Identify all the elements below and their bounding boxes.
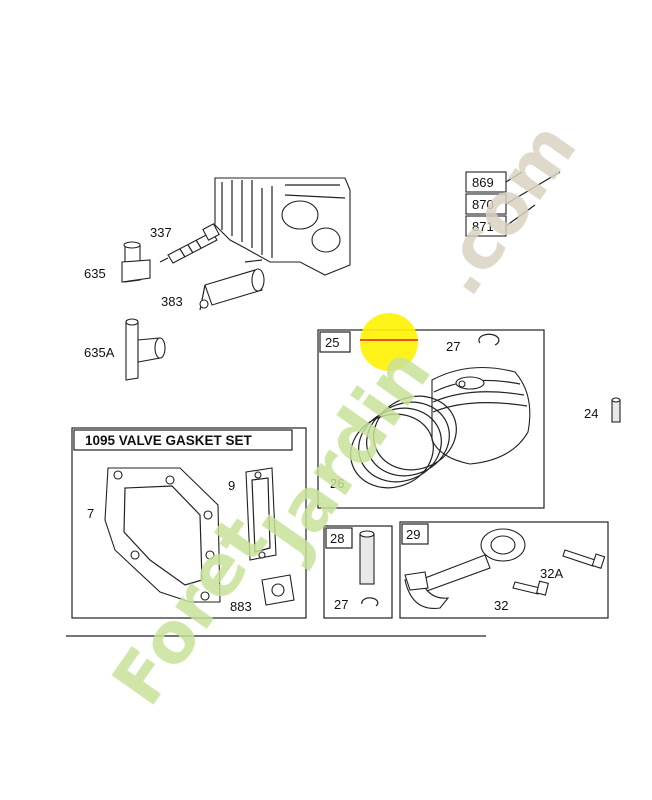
piston [431, 366, 531, 465]
piston-pin [359, 530, 375, 585]
part-label-870: 870 [472, 197, 494, 212]
gasket-set-title: 1095 VALVE GASKET SET [85, 433, 253, 448]
bolt-32 [512, 580, 549, 596]
part-label-28: 28 [330, 531, 344, 546]
spark-plug [159, 223, 220, 264]
breather-383 [199, 259, 265, 311]
connecting-rod [404, 528, 526, 609]
piston-rings [350, 395, 457, 489]
part-label-25: 25 [325, 335, 339, 350]
pin-24 [611, 397, 621, 423]
gasket-set-box [71, 427, 307, 619]
part-label-635a: 635A [84, 345, 115, 360]
part-label-635: 635 [84, 266, 106, 281]
part-label-383: 383 [161, 294, 183, 309]
part-label-869: 869 [472, 175, 494, 190]
watermark-text-3: .com [417, 108, 593, 310]
part-label-32: 32 [494, 598, 508, 613]
cylinder-head [214, 177, 351, 276]
part-label-29: 29 [406, 527, 420, 542]
part-label-27-top: 27 [446, 339, 460, 354]
clip-27 [478, 333, 500, 346]
part-label-7: 7 [87, 506, 94, 521]
part-label-27-lower: 27 [334, 597, 348, 612]
box-29 [399, 521, 609, 619]
part-label-337: 337 [150, 225, 172, 240]
clip-27-lower [361, 597, 379, 607]
box-28 [323, 525, 393, 619]
part-label-26: 26 [330, 476, 344, 491]
ref-box-group [465, 171, 561, 237]
part-label-32a: 32A [540, 566, 563, 581]
part-label-871: 871 [472, 219, 494, 234]
highlight-marker [360, 313, 418, 371]
part-label-883: 883 [230, 599, 252, 614]
box-25 [317, 329, 545, 509]
gasket-883 [261, 574, 295, 606]
part-label-24: 24 [584, 406, 598, 421]
connector-635a [125, 318, 166, 381]
connector-635 [121, 241, 151, 283]
part-label-9: 9 [228, 478, 235, 493]
bolt-32a [562, 549, 606, 569]
valve-cover-gasket [245, 467, 277, 561]
head-gasket [104, 467, 221, 603]
